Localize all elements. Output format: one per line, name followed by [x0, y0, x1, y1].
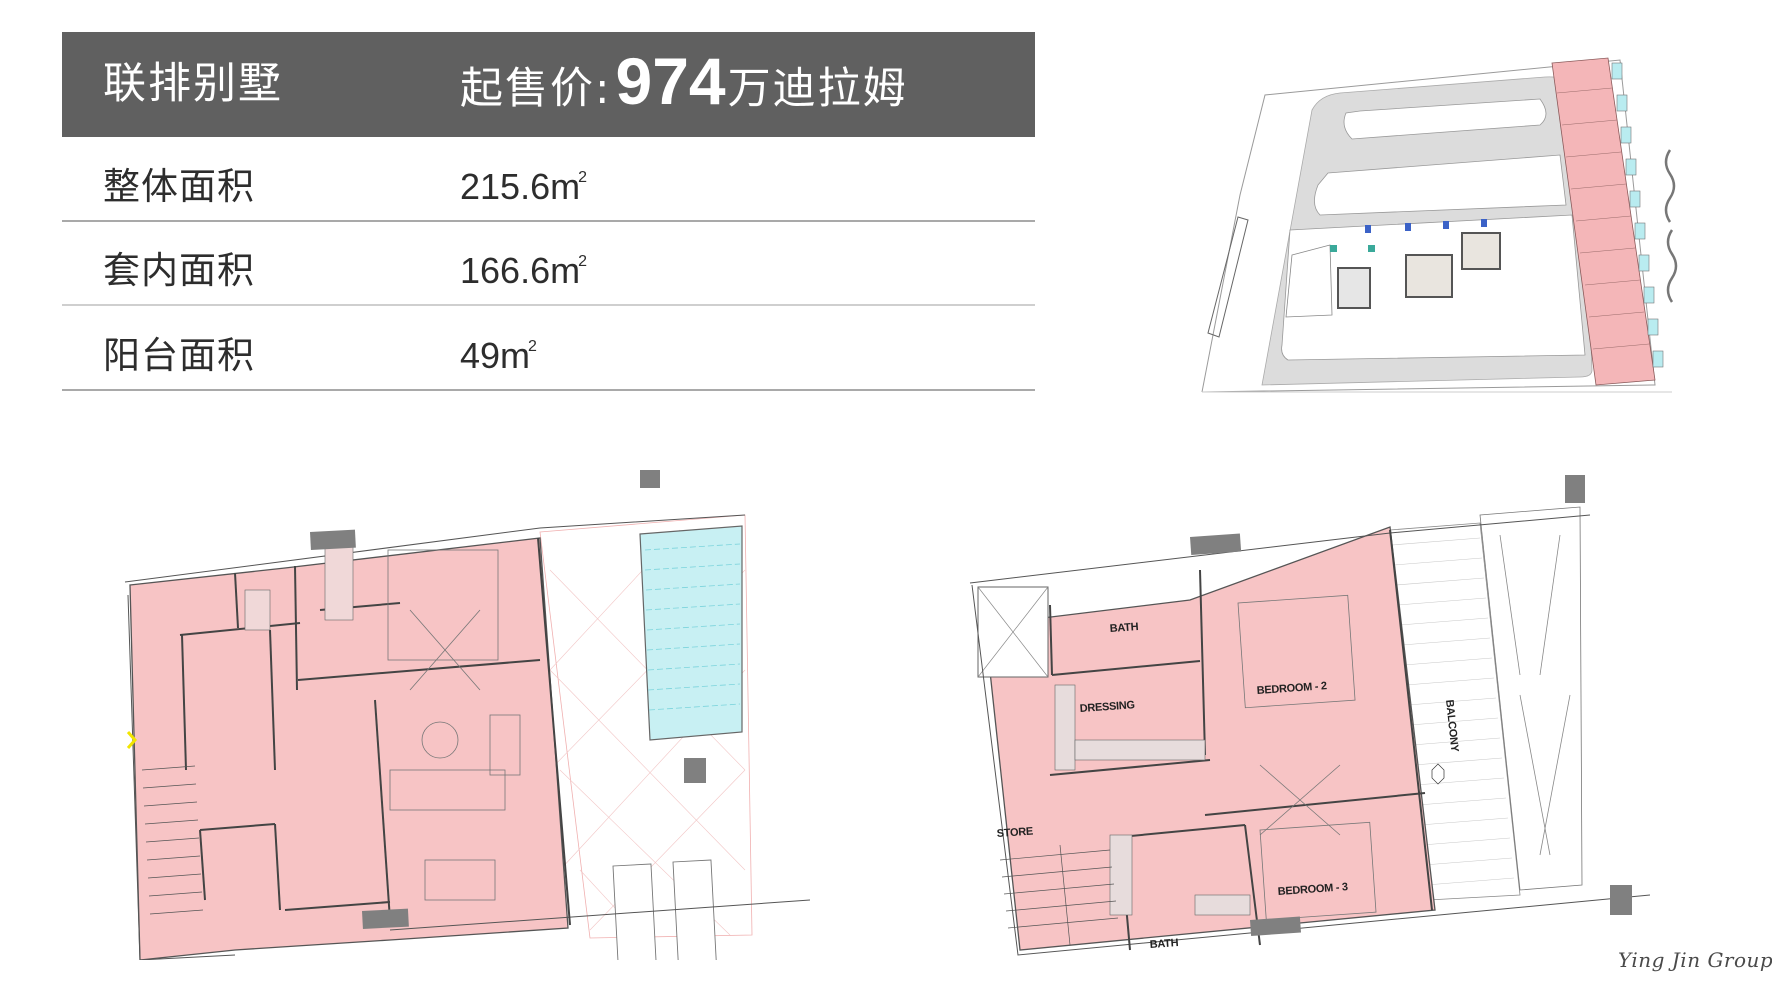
room-label-store: STORE	[996, 825, 1033, 839]
price-value: 974	[615, 43, 726, 118]
spec-label: 阳台面积	[103, 333, 255, 377]
spec-value: 166.6m2	[460, 250, 587, 291]
room-label-dressing: DRESSING	[1079, 699, 1135, 715]
spec-value: 49m2	[460, 334, 537, 376]
area-spec-table: 整体面积 215.6m2 套内面积 166.6m2 阳台面积 49m2	[62, 137, 1035, 391]
ground-floor-plan	[124, 470, 810, 960]
spec-label: 整体面积	[103, 164, 255, 208]
title-bar: 联排别墅 起售价: 974 万迪拉姆	[62, 32, 1035, 137]
company-logo: Ying Jin Group	[1618, 948, 1772, 972]
site-plan-image	[1201, 57, 1678, 393]
property-type: 联排别墅	[103, 59, 283, 109]
price-prefix: 起售价:	[460, 63, 612, 114]
spec-row-balcony-area: 阳台面积 49m2	[62, 306, 1035, 391]
room-label-bath-1: BATH	[1109, 621, 1139, 635]
room-label-bedroom-3: BEDROOM - 3	[1277, 881, 1348, 898]
room-label-bath-2: BATH	[1149, 937, 1179, 951]
upper-floor-plan: BATH DRESSING BEDROOM - 2 STORE BEDROOM …	[969, 475, 1650, 956]
spec-label: 套内面积	[103, 249, 255, 292]
room-label-balcony: BALCONY	[1443, 699, 1461, 753]
spec-value: 215.6m2	[460, 165, 587, 207]
price-block: 起售价: 974 万迪拉姆	[460, 32, 908, 137]
price-unit: 万迪拉姆	[727, 63, 908, 114]
spec-row-interior-area: 套内面积 166.6m2	[62, 222, 1035, 306]
spec-row-total-area: 整体面积 215.6m2	[62, 137, 1035, 222]
window-tag-icon	[1431, 763, 1445, 785]
room-label-bedroom-2: BEDROOM - 2	[1256, 680, 1327, 697]
